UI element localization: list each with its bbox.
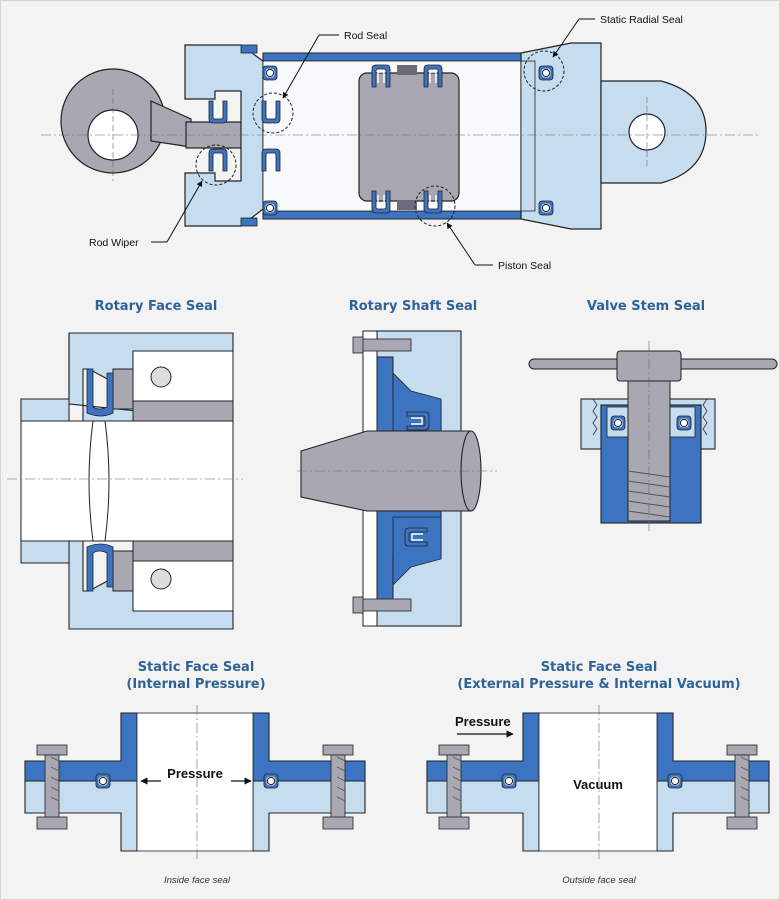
- title-valve-stem-seal: Valve Stem Seal: [587, 299, 705, 314]
- title-rotary-shaft-seal: Rotary Shaft Seal: [349, 299, 478, 314]
- piston: [358, 72, 460, 202]
- callout-rod-seal: Rod Seal: [344, 30, 387, 42]
- caption-inside-face-seal: Inside face seal: [164, 875, 231, 886]
- callout-piston-seal: Piston Seal: [498, 260, 551, 272]
- label-vacuum: Vacuum: [573, 777, 623, 792]
- hydraulic-cylinder: Rod Seal Static Radial Seal Rod Wiper Pi…: [41, 14, 761, 272]
- static-internal-seal-diagram: [24, 705, 366, 859]
- end-cap: [520, 42, 602, 230]
- label-pressure-internal: Pressure: [167, 766, 223, 781]
- title-static-internal-line2: (Internal Pressure): [126, 677, 265, 692]
- rotary-shaft-seal-diagram: [297, 330, 497, 627]
- title-static-external-line1: Static Face Seal: [541, 660, 658, 675]
- valve-stem-seal-diagram: [528, 341, 778, 531]
- static-external-seal-diagram: [426, 705, 770, 859]
- title-static-internal-line1: Static Face Seal: [138, 660, 255, 675]
- title-rotary-face-seal: Rotary Face Seal: [95, 299, 218, 314]
- callout-static-radial-seal: Static Radial Seal: [600, 14, 683, 26]
- callout-rod-wiper: Rod Wiper: [89, 237, 139, 249]
- caption-outside-face-seal: Outside face seal: [562, 875, 636, 886]
- rotary-face-seal-diagram: [7, 332, 243, 630]
- title-static-external-line2: (External Pressure & Internal Vacuum): [457, 677, 740, 692]
- label-pressure-external: Pressure: [455, 714, 511, 729]
